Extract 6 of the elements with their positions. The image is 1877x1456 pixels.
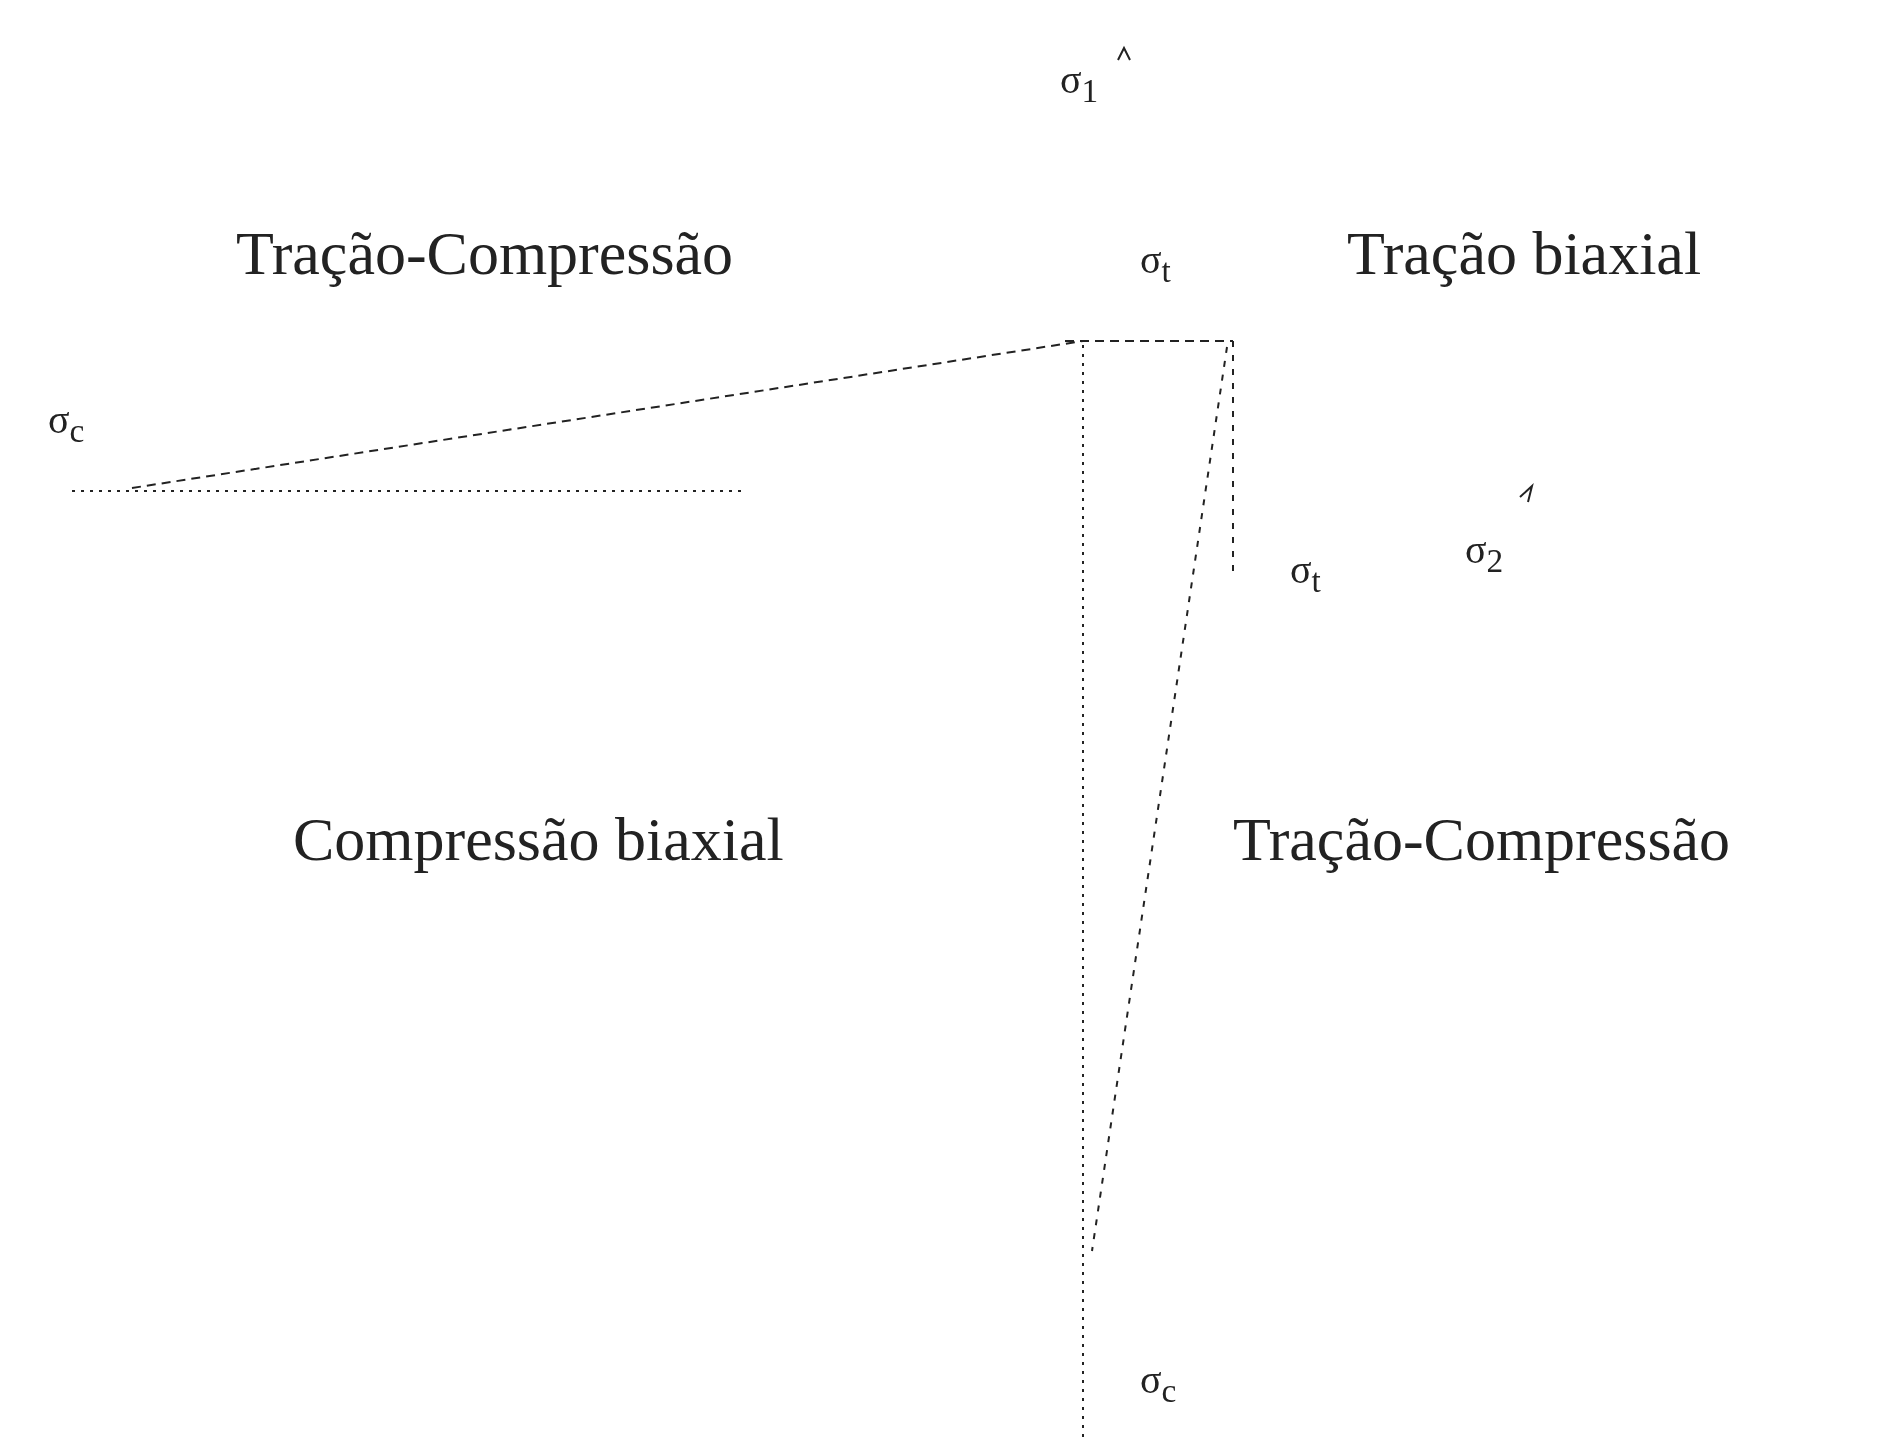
axis-value-label: σ$_{c}$ <box>1140 1360 1177 1408</box>
axis-value-label: σ$_{t}$ <box>1140 240 1171 288</box>
axis-label: σ$_{1}$ <box>1060 60 1099 108</box>
axis-label: σ$_{2}$ <box>1465 530 1504 578</box>
axis-value-label: σ$_{c}$ <box>48 400 85 448</box>
axis-value-label: σ$_{t}$ <box>1290 550 1321 598</box>
